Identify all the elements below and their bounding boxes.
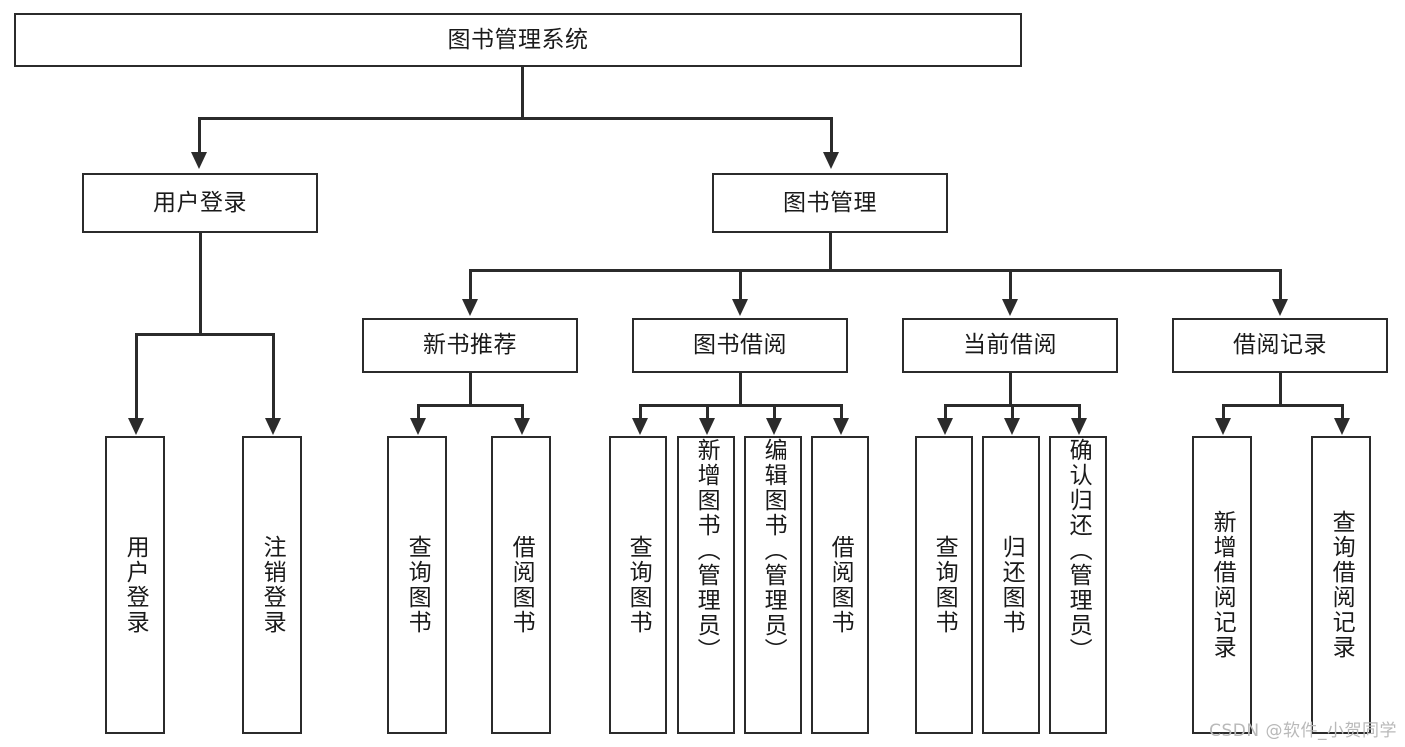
connector-new-book-drop-2 (521, 404, 524, 420)
arrowhead-book-borrow-leaf-2 (699, 418, 715, 435)
leaf-current-borrow-query[interactable]: 查询图书 (915, 436, 973, 734)
node-label: 注销登录 (259, 535, 286, 635)
connector-root-drop-right (830, 117, 833, 153)
connector-book-manage-stem (829, 233, 832, 270)
connector-borrow-record-stem (1279, 373, 1282, 406)
connector-new-book-bar (417, 404, 523, 407)
connector-book-manage-drop-3 (1009, 269, 1012, 300)
node-new-book-recommend[interactable]: 新书推荐 (362, 318, 578, 373)
leaf-borrow-record-add[interactable]: 新增借阅记录 (1192, 436, 1252, 734)
connector-user-login-drop-2 (272, 333, 275, 419)
connector-root-drop-left (198, 117, 201, 153)
node-label: 图书管理系统 (447, 26, 589, 53)
node-label: 借阅图书 (508, 535, 535, 635)
connector-current-borrow-stem (1009, 373, 1012, 406)
arrowhead-new-book-leaf-1 (410, 418, 426, 435)
node-label: 归还图书 (998, 535, 1025, 635)
connector-current-borrow-drop-1 (944, 404, 947, 420)
node-label: 编辑图书（管理员） (760, 438, 787, 663)
arrowhead-to-user-login (191, 152, 207, 169)
node-label: 查询图书 (625, 535, 652, 635)
connector-borrow-record-bar (1222, 404, 1341, 407)
node-label: 用户登录 (153, 189, 247, 216)
node-label: 确认归还（管理员） (1065, 438, 1092, 663)
arrowhead-new-book-leaf-2 (514, 418, 530, 435)
arrowhead-user-login-leaf-2 (265, 418, 281, 435)
leaf-borrow-record-query[interactable]: 查询借阅记录 (1311, 436, 1371, 734)
arrowhead-to-current-borrow (1002, 299, 1018, 316)
leaf-book-borrow-lend[interactable]: 借阅图书 (811, 436, 869, 734)
connector-book-manage-drop-2 (739, 269, 742, 300)
node-label: 查询图书 (931, 535, 958, 635)
node-label: 当前借阅 (963, 332, 1057, 359)
node-label: 借阅记录 (1233, 332, 1327, 359)
leaf-new-book-query[interactable]: 查询图书 (387, 436, 447, 734)
leaf-user-login-logout[interactable]: 注销登录 (242, 436, 302, 734)
node-book-borrow[interactable]: 图书借阅 (632, 318, 848, 373)
leaf-current-borrow-confirm-return[interactable]: 确认归还（管理员） (1049, 436, 1107, 734)
node-label: 用户登录 (122, 535, 149, 635)
arrowhead-to-book-manage (823, 152, 839, 169)
leaf-current-borrow-return[interactable]: 归还图书 (982, 436, 1040, 734)
arrowhead-book-borrow-leaf-1 (632, 418, 648, 435)
connector-user-login-stem (199, 233, 202, 334)
node-label: 查询借阅记录 (1328, 510, 1355, 660)
arrowhead-current-borrow-leaf-1 (937, 418, 953, 435)
leaf-book-borrow-add[interactable]: 新增图书（管理员） (677, 436, 735, 734)
node-label: 新增图书（管理员） (693, 438, 720, 663)
node-borrow-record[interactable]: 借阅记录 (1172, 318, 1388, 373)
node-label: 查询图书 (404, 535, 431, 635)
connector-new-book-drop-1 (417, 404, 420, 420)
connector-book-manage-bar (469, 269, 1280, 272)
connector-user-login-drop-1 (135, 333, 138, 419)
arrowhead-borrow-record-leaf-1 (1215, 418, 1231, 435)
node-label: 新增借阅记录 (1209, 510, 1236, 660)
arrowhead-current-borrow-leaf-3 (1071, 418, 1087, 435)
node-current-borrow[interactable]: 当前借阅 (902, 318, 1118, 373)
connector-book-manage-drop-4 (1279, 269, 1282, 300)
leaf-book-borrow-query[interactable]: 查询图书 (609, 436, 667, 734)
node-user-login[interactable]: 用户登录 (82, 173, 318, 233)
node-book-management[interactable]: 图书管理 (712, 173, 948, 233)
arrowhead-current-borrow-leaf-2 (1004, 418, 1020, 435)
connector-root-bar (198, 117, 832, 120)
leaf-book-borrow-edit[interactable]: 编辑图书（管理员） (744, 436, 802, 734)
node-label: 图书借阅 (693, 332, 787, 359)
node-label: 借阅图书 (827, 535, 854, 635)
connector-borrow-record-drop-1 (1222, 404, 1225, 420)
node-label: 图书管理 (783, 189, 877, 216)
connector-book-borrow-drop-4 (840, 404, 843, 420)
arrowhead-to-borrow-record (1272, 299, 1288, 316)
connector-borrow-record-drop-2 (1341, 404, 1344, 420)
arrowhead-borrow-record-leaf-2 (1334, 418, 1350, 435)
connector-book-borrow-drop-2 (706, 404, 709, 420)
arrowhead-user-login-leaf-1 (128, 418, 144, 435)
arrowhead-book-borrow-leaf-3 (766, 418, 782, 435)
connector-current-borrow-drop-3 (1078, 404, 1081, 420)
connector-book-borrow-stem (739, 373, 742, 406)
node-root-system[interactable]: 图书管理系统 (14, 13, 1022, 67)
connector-book-manage-drop-1 (469, 269, 472, 300)
node-label: 新书推荐 (423, 332, 517, 359)
connector-new-book-stem (469, 373, 472, 406)
connector-user-login-bar (135, 333, 273, 336)
arrowhead-to-new-book (462, 299, 478, 316)
connector-book-borrow-drop-3 (773, 404, 776, 420)
leaf-new-book-borrow[interactable]: 借阅图书 (491, 436, 551, 734)
leaf-user-login-login[interactable]: 用户登录 (105, 436, 165, 734)
connector-root-stem (521, 67, 524, 118)
connector-book-borrow-drop-1 (639, 404, 642, 420)
arrowhead-to-book-borrow (732, 299, 748, 316)
connector-book-borrow-bar (639, 404, 842, 407)
arrowhead-book-borrow-leaf-4 (833, 418, 849, 435)
connector-current-borrow-drop-2 (1011, 404, 1014, 420)
